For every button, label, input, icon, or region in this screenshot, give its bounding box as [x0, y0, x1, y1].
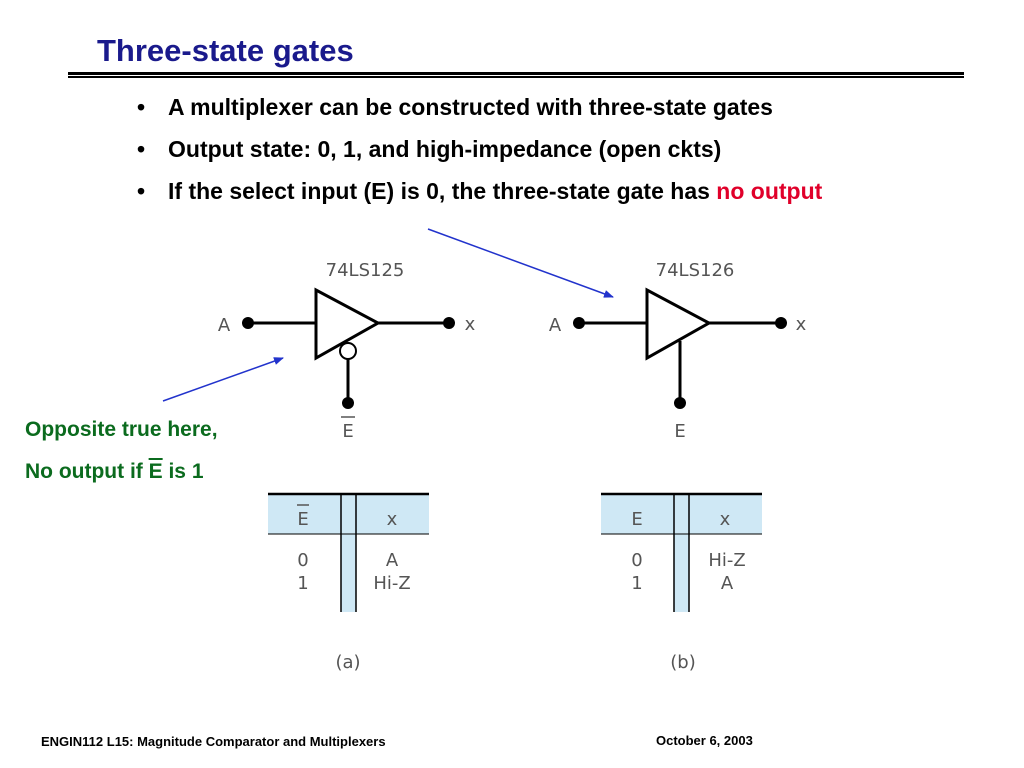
gate-a: 74LS125 A x E	[218, 260, 476, 442]
title-divider	[68, 72, 964, 78]
table-b-header-x: x	[720, 509, 731, 530]
gate-a-part-label: 74LS125	[326, 260, 405, 281]
table-a-cell: Hi-Z	[373, 573, 410, 594]
note-line-2: No output if E is 1	[25, 460, 204, 484]
table-b-divider-fill	[674, 494, 689, 612]
bullet-text: A multiplexer can be constructed with th…	[168, 94, 773, 120]
table-a-cell: A	[386, 550, 399, 571]
bullet-item: If the select input (E) is 0, the three-…	[137, 178, 937, 205]
table-b-cell: 1	[631, 573, 642, 594]
note-prefix: No output if	[25, 460, 149, 483]
gate-b-buffer-triangle	[645, 287, 713, 361]
truth-table-b: E x 0 Hi-Z 1 A (b)	[601, 492, 762, 673]
table-a-caption: (a)	[335, 652, 360, 673]
table-a-cell: 1	[297, 573, 308, 594]
slide-title: Three-state gates	[97, 33, 354, 68]
truth-table-a: E x 0 A 1 Hi-Z (a)	[268, 492, 429, 673]
gate-b-output-label: x	[796, 314, 807, 335]
bullet-text: If the select input (E) is 0, the three-…	[168, 178, 717, 204]
table-b-cell: Hi-Z	[708, 550, 745, 571]
gate-b: 74LS126 A x E	[549, 260, 807, 442]
bullet-arrow	[427, 228, 614, 298]
gate-b-enable-label: E	[674, 421, 685, 442]
bullet-item: A multiplexer can be constructed with th…	[137, 94, 937, 121]
gate-a-enable-label: E	[342, 421, 353, 442]
gate-b-enable-terminal	[674, 397, 686, 409]
bullet-list: A multiplexer can be constructed with th…	[137, 94, 937, 220]
gate-a-input-label: A	[218, 315, 231, 336]
table-a-header-e: E	[297, 509, 308, 530]
gate-b-part-label: 74LS126	[656, 260, 735, 281]
bullet-item: Output state: 0, 1, and high-impedance (…	[137, 136, 937, 163]
note-arrow	[162, 357, 284, 402]
bullet-text: Output state: 0, 1, and high-impedance (…	[168, 136, 722, 162]
table-b-header-e: E	[631, 509, 642, 530]
footer-date: October 6, 2003	[656, 733, 753, 748]
table-b-caption: (b)	[670, 652, 695, 673]
table-b-cell: A	[721, 573, 734, 594]
table-a-cell: 0	[297, 550, 308, 571]
note-suffix: is 1	[162, 460, 204, 483]
table-b-cell: 0	[631, 550, 642, 571]
gate-a-output-terminal	[443, 317, 455, 329]
bullet-highlight: no output	[716, 178, 823, 204]
gate-a-enable-terminal	[342, 397, 354, 409]
table-a-header-x: x	[387, 509, 398, 530]
footer-course: ENGIN112 L15: Magnitude Comparator and M…	[41, 734, 386, 749]
gate-a-buffer-triangle	[314, 287, 382, 361]
gate-b-input-label: A	[549, 315, 562, 336]
gate-b-output-terminal	[775, 317, 787, 329]
table-a-divider-fill	[341, 494, 356, 612]
gate-a-output-label: x	[465, 314, 476, 335]
note-line-1: Opposite true here,	[25, 418, 218, 441]
gate-a-inversion-bubble	[339, 342, 357, 360]
note-symbol: E	[148, 460, 163, 483]
